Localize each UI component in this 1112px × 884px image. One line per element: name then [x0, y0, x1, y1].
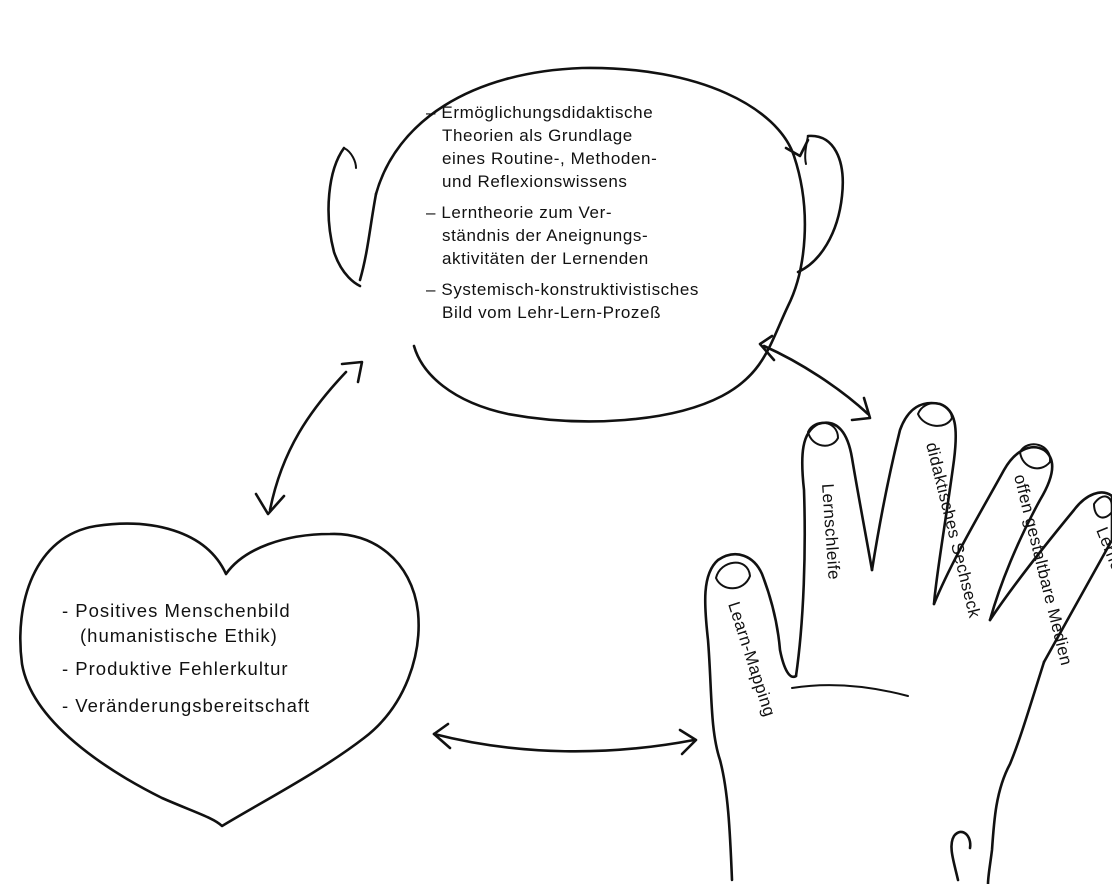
heart-outline	[19, 522, 420, 828]
head-item-1-line-3: eines Routine-, Methoden-	[442, 149, 657, 168]
head-outline	[327, 66, 845, 423]
arrow-heart-hand	[432, 722, 698, 756]
finger-label-medien: offen gestaltbare Medien	[1010, 472, 1076, 667]
finger-label-lernermethoden: Lernermethoden	[1092, 524, 1112, 652]
finger-label-learn-mapping: Learn-Mapping	[724, 599, 779, 719]
heart-item-1-line-1: - Positives Menschenbild	[62, 600, 291, 621]
hand-outline	[703, 401, 1112, 884]
heart-item-2: - Produktive Fehlerkultur	[62, 658, 289, 679]
head-item-1-line-4: und Reflexionswissens	[442, 172, 628, 191]
head-item-3-line-2: Bild vom Lehr-Lern-Prozeß	[442, 303, 661, 322]
head-text: – Ermöglichungsdidaktische Theorien als …	[426, 103, 699, 322]
heart-item-3: - Veränderungsbereitschaft	[62, 695, 310, 716]
head-item-1-line-1: – Ermöglichungsdidaktische	[426, 103, 653, 122]
head-item-1-line-2: Theorien als Grundlage	[442, 126, 633, 145]
head-item-3-line-1: – Systemisch-konstruktivistisches	[426, 280, 699, 299]
head-item-2-line-2: ständnis der Aneignungs-	[442, 226, 648, 245]
hand-finger-labels: Learn-Mapping Lernschleife didaktisches …	[724, 440, 1112, 719]
head-item-2-line-1: – Lerntheorie zum Ver-	[426, 203, 612, 222]
arrow-head-heart	[254, 360, 364, 516]
head-item-2-line-3: aktivitäten der Lernenden	[442, 249, 649, 268]
heart-item-1-line-2: (humanistische Ethik)	[80, 625, 278, 646]
arrow-head-hand	[758, 334, 872, 422]
heart-text: - Positives Menschenbild (humanistische …	[62, 600, 310, 716]
finger-label-lernschleife: Lernschleife	[818, 483, 844, 581]
